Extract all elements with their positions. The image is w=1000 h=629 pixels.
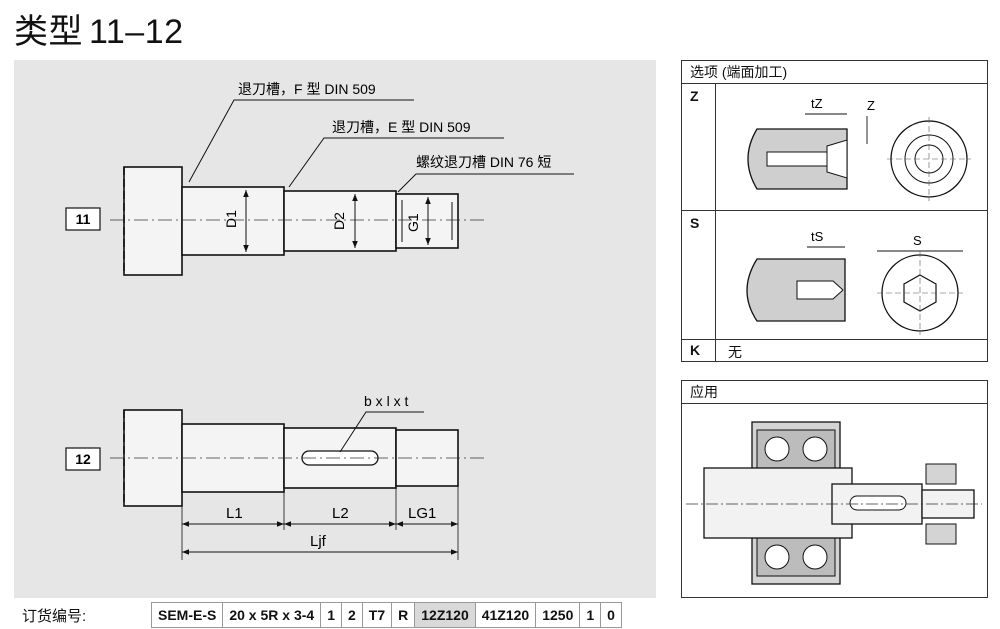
callout-undercut-f: 退刀槽，F 型 DIN 509 <box>238 81 376 97</box>
callout-thread-undercut: 螺纹退刀槽 DIN 76 短 <box>416 154 551 170</box>
order-code-cell: 2 <box>342 603 363 627</box>
option-k-text: 无 <box>728 344 742 360</box>
order-code-cell: SEM-E-S <box>152 603 224 627</box>
order-code-cell: R <box>392 603 416 627</box>
order-code-cell: 0 <box>607 607 615 623</box>
order-code-label: 订货编号: <box>22 608 87 625</box>
dim-d2: D2 <box>331 212 347 230</box>
dim-l1: L1 <box>226 505 243 522</box>
callout-undercut-e: 退刀槽，E 型 DIN 509 <box>332 119 471 135</box>
type-11-shaft <box>123 166 459 276</box>
option-s-drawing: tS S <box>746 229 963 335</box>
type-12-tag-box <box>65 447 101 471</box>
option-row-s: S tS S <box>682 211 987 340</box>
option-z-dim-t: tZ <box>811 96 823 111</box>
order-code-cell: 12Z120 <box>415 603 476 627</box>
application-drawing <box>686 421 982 585</box>
type-12-tag: 12 <box>75 451 91 467</box>
order-code-cell: 1250 <box>536 603 581 627</box>
option-s-dim: S <box>913 233 922 248</box>
dim-l2: L2 <box>332 505 349 522</box>
option-z-drawing: tZ Z <box>747 96 971 201</box>
order-code-cell: 1 <box>321 603 342 627</box>
keyway-label: b x l x t <box>364 393 408 409</box>
option-z-dim: Z <box>867 98 875 113</box>
type-11-tag: 11 <box>76 211 91 227</box>
order-code-cell: T7 <box>363 603 393 627</box>
option-code-s: S <box>682 211 716 339</box>
option-code-z: Z <box>682 84 716 210</box>
application-panel: 应用 <box>681 380 988 598</box>
option-code-k: K <box>682 340 716 361</box>
option-row-z: Z tZ Z <box>682 84 987 211</box>
shaft-drawing: 11 D1 D2 G1 退刀槽，F 型 DIN 509 退刀槽，E 型 DIN … <box>14 60 656 598</box>
options-panel: 选项 (端面加工) Z tZ Z S tS S <box>681 60 988 362</box>
title-range: 11–12 <box>89 13 184 51</box>
order-code-cell: 20 x 5R x 3-4 <box>223 603 322 627</box>
option-s-dim-t: tS <box>811 229 824 244</box>
options-panel-title: 选项 (端面加工) <box>682 61 987 84</box>
type-11-tag-box <box>65 207 101 231</box>
dim-g1: G1 <box>405 213 421 232</box>
option-row-k: K 无 <box>682 340 987 361</box>
order-code-cell: 1 <box>580 603 602 627</box>
title-prefix: 类型 <box>14 13 83 51</box>
dim-ljf: Ljf <box>310 533 327 550</box>
dim-d1: D1 <box>223 210 239 228</box>
order-code-cell: 41Z120 <box>476 603 537 627</box>
shaft-drawing-svg: 11 D1 D2 G1 退刀槽，F 型 DIN 509 退刀槽，E 型 DIN … <box>65 81 574 560</box>
dim-lg1: LG1 <box>408 505 436 522</box>
application-panel-title: 应用 <box>682 381 987 404</box>
